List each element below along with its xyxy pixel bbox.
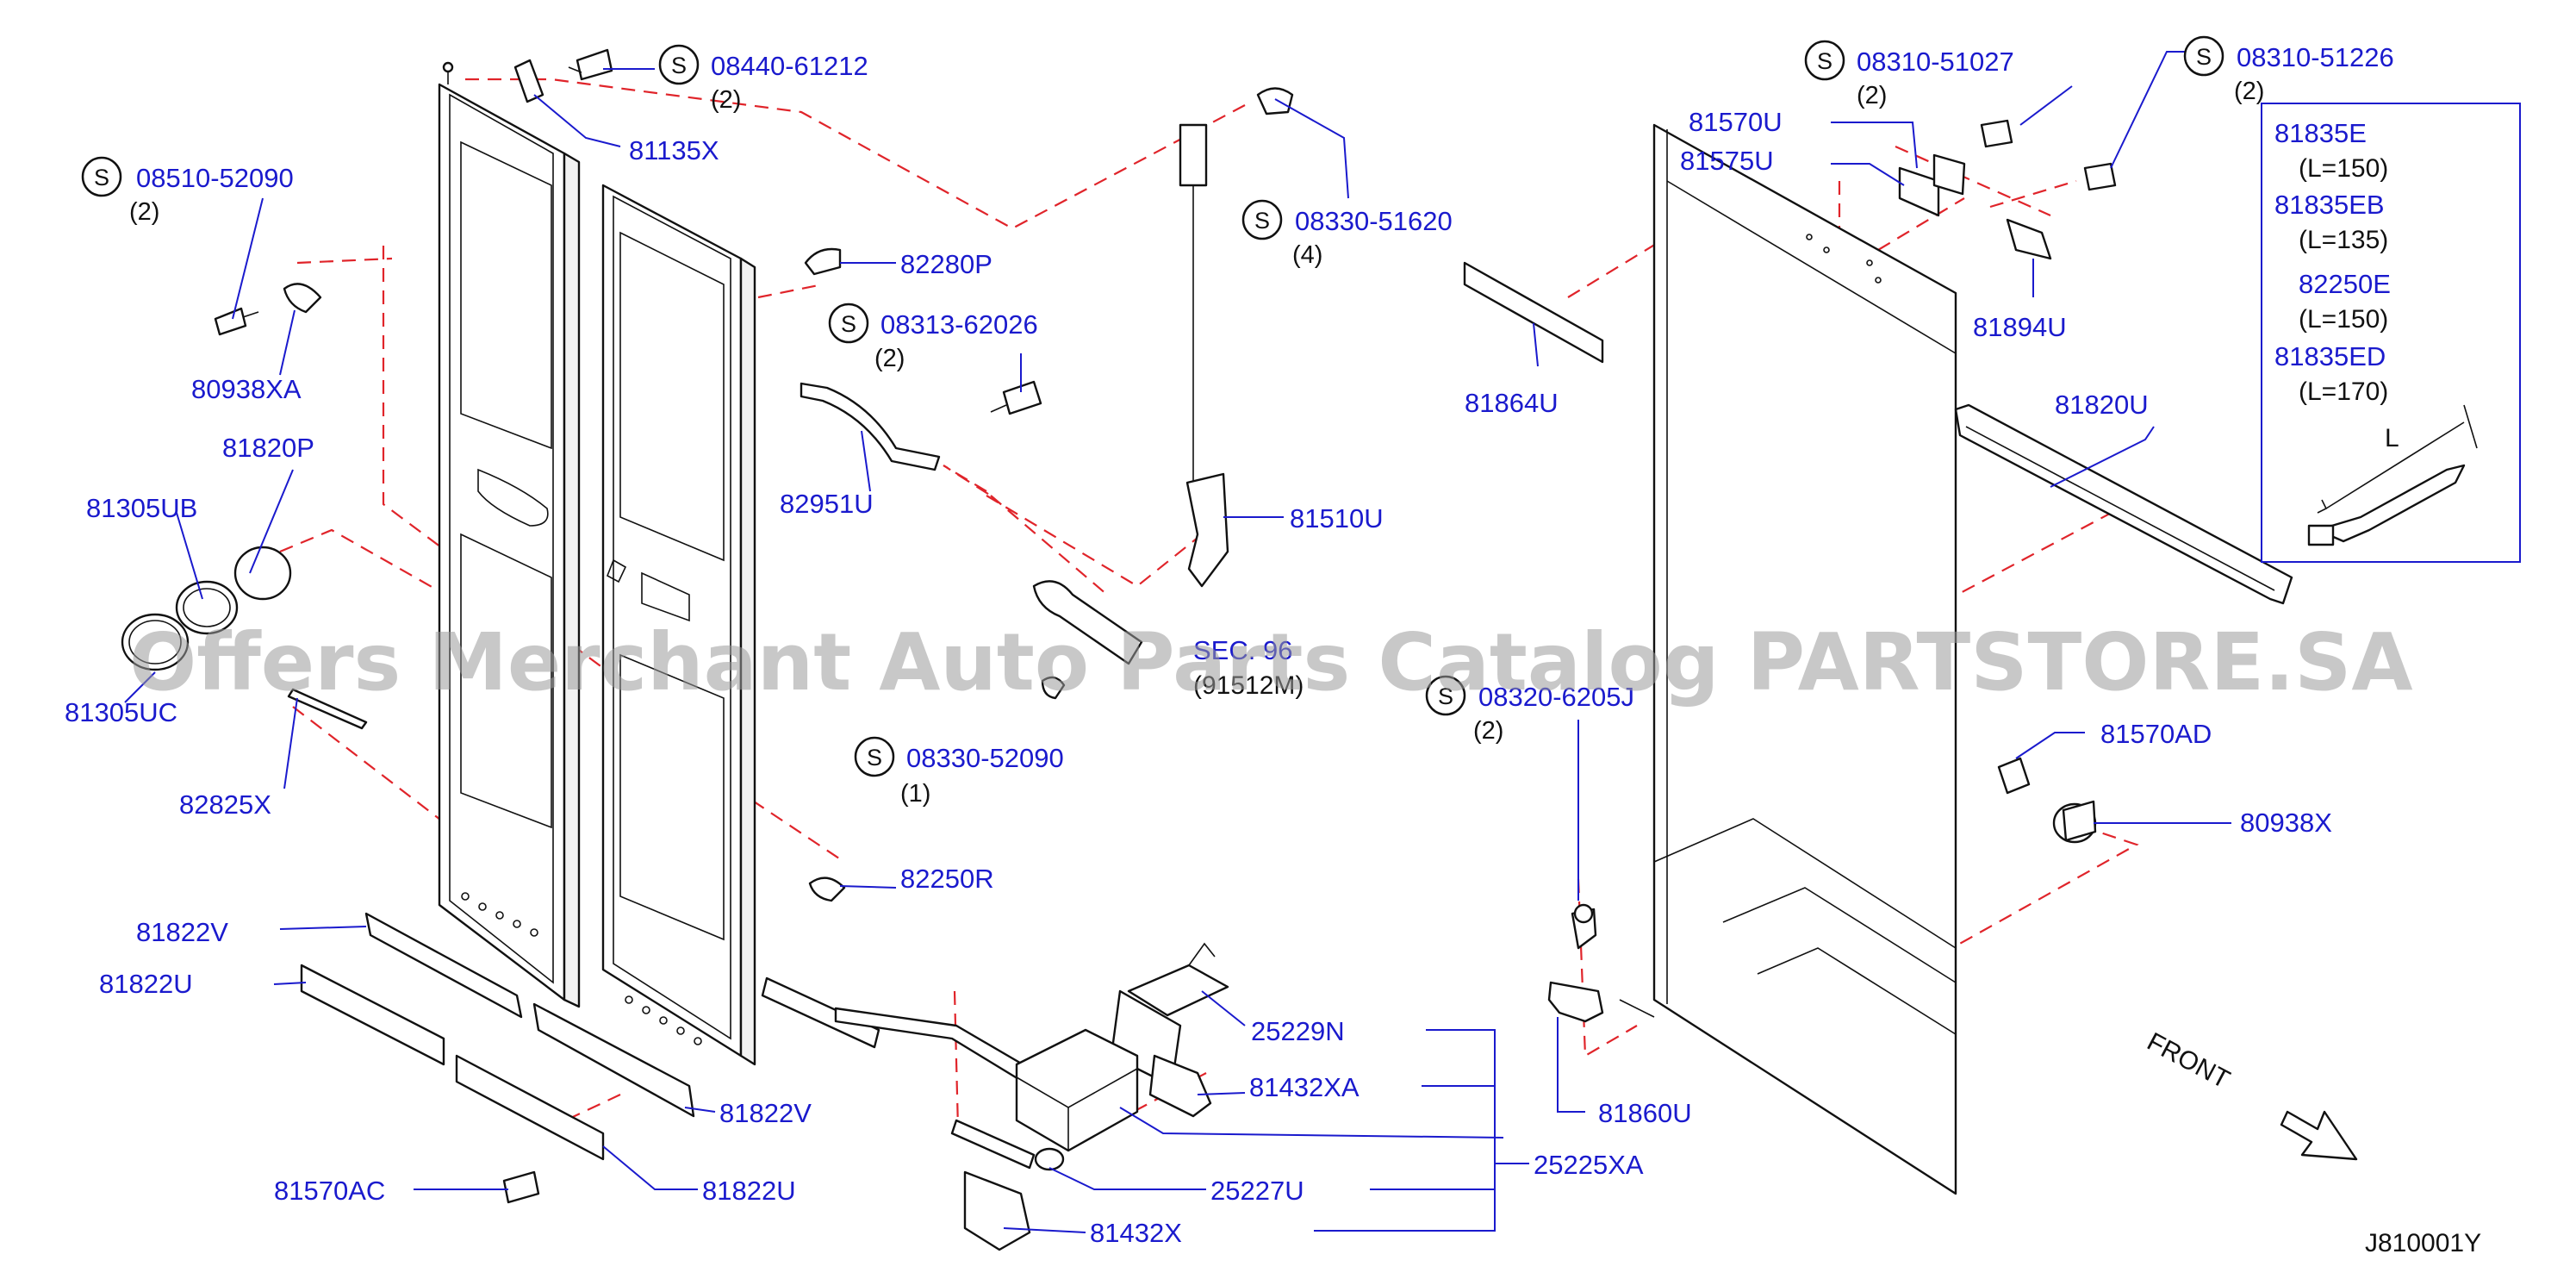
label-81822V-top[interactable]: 81822V (136, 917, 228, 947)
svg-text:08310-51226: 08310-51226 (2237, 42, 2394, 72)
label-25225XA[interactable]: 25225XA (1534, 1150, 1644, 1180)
label-sec-96[interactable]: SEC. 96 (1193, 635, 1292, 665)
right-door-panel (601, 184, 756, 1066)
legend-len-1: (L=150) (2299, 154, 2388, 183)
legend-part-3: 82250E (2299, 269, 2391, 299)
callout-08310-51027[interactable]: S 08310-51027 (2) (1804, 40, 2014, 109)
label-80938XA[interactable]: 80938XA (191, 374, 302, 404)
legend-len-2: (L=135) (2299, 226, 2388, 254)
label-80938X[interactable]: 80938X (2240, 808, 2332, 838)
svg-text:(2): (2) (1473, 717, 1503, 745)
label-81860U[interactable]: 81860U (1598, 1098, 1692, 1128)
label-81820P[interactable]: 81820P (222, 433, 314, 463)
label-81570AC[interactable]: 81570AC (274, 1176, 385, 1206)
screw-callouts: S 08440-61212 (2) S 08510-52090 (2) S 08… (81, 35, 2394, 808)
label-91512M: (91512M) (1193, 671, 1304, 700)
callout-08440-61212[interactable]: S 08440-61212 (2) (658, 44, 868, 114)
figure-code: J810001Y (2365, 1229, 2481, 1257)
label-81570AD[interactable]: 81570AD (2100, 719, 2212, 749)
front-label: FRONT (2143, 1027, 2235, 1095)
legend-dim-label: L (2385, 424, 2399, 452)
legend-len-3: (L=150) (2299, 305, 2388, 334)
svg-text:(4): (4) (1292, 241, 1322, 269)
svg-text:08330-52090: 08330-52090 (906, 743, 1064, 773)
legend-len-4: (L=170) (2299, 377, 2388, 406)
svg-text:(2): (2) (1857, 82, 1887, 109)
leader-lines (124, 51, 2231, 1233)
svg-text:S: S (1438, 683, 1453, 709)
left-door-panel (438, 61, 581, 1008)
callout-08320-6205J[interactable]: S 08320-6205J (2) (1425, 675, 1634, 745)
svg-text:(2): (2) (129, 198, 159, 226)
svg-text:S: S (867, 745, 882, 771)
label-82280P[interactable]: 82280P (900, 249, 992, 279)
label-82250R[interactable]: 82250R (900, 864, 994, 894)
label-81894U[interactable]: 81894U (1973, 312, 2067, 342)
svg-text:08330-51620: 08330-51620 (1295, 206, 1453, 236)
svg-text:(2): (2) (2234, 78, 2264, 105)
svg-text:(2): (2) (874, 345, 905, 372)
label-25227U[interactable]: 25227U (1210, 1176, 1304, 1206)
svg-text:S: S (1254, 208, 1270, 234)
side-panel-box (1619, 123, 1957, 1195)
label-81820U[interactable]: 81820U (2055, 390, 2149, 420)
legend-part-2: 81835EB (2274, 190, 2385, 220)
legend-box: 81835E (L=150) 81835EB (L=135) 82250E (L… (2261, 103, 2521, 563)
callout-08330-51620[interactable]: S 08330-51620 (4) (1241, 199, 1453, 269)
part-labels: 81135X 82280P 80938XA 81820P 81305UB 813… (65, 107, 2332, 1248)
callout-08313-62026[interactable]: S 08313-62026 (2) (828, 303, 1038, 372)
label-82825X[interactable]: 82825X (179, 789, 271, 820)
label-25229N[interactable]: 25229N (1251, 1016, 1345, 1046)
label-81822V-right[interactable]: 81822V (719, 1098, 812, 1128)
label-81510U[interactable]: 81510U (1290, 503, 1384, 533)
label-82951U[interactable]: 82951U (780, 489, 874, 519)
callout-08510-52090[interactable]: S 08510-52090 (2) (81, 156, 294, 226)
svg-text:(2): (2) (711, 86, 741, 114)
label-81432X[interactable]: 81432X (1090, 1218, 1182, 1248)
callout-08310-51226[interactable]: S 08310-51226 (2) (2183, 35, 2394, 105)
label-81575U[interactable]: 81575U (1680, 146, 1774, 176)
svg-text:(1): (1) (900, 780, 930, 808)
svg-text:S: S (841, 311, 856, 337)
svg-text:08510-52090: 08510-52090 (136, 163, 294, 193)
small-parts (121, 48, 2293, 1251)
callout-08330-52090[interactable]: S 08330-52090 (1) (854, 736, 1064, 808)
svg-text:S: S (2196, 44, 2212, 70)
svg-text:S: S (94, 165, 109, 190)
svg-text:S: S (1817, 48, 1832, 74)
svg-text:08440-61212: 08440-61212 (711, 51, 868, 81)
label-81432XA[interactable]: 81432XA (1249, 1072, 1360, 1102)
label-81305UB[interactable]: 81305UB (86, 493, 197, 523)
svg-text:S: S (671, 53, 687, 78)
label-81822U-left[interactable]: 81822U (99, 969, 193, 999)
svg-text:08313-62026: 08313-62026 (880, 309, 1038, 340)
watermark-text: Offers Merchant Auto Parts Catalog PARTS… (129, 616, 2413, 708)
legend-part-4: 81835ED (2274, 341, 2386, 371)
svg-text:08310-51027: 08310-51027 (1857, 47, 2014, 77)
legend-part-1: 81835E (2274, 118, 2367, 148)
svg-text:08320-6205J: 08320-6205J (1478, 682, 1634, 712)
label-81305UC[interactable]: 81305UC (65, 697, 177, 727)
front-indicator: FRONT (2143, 1027, 2358, 1161)
label-81822U-bottom[interactable]: 81822U (702, 1176, 796, 1206)
label-81864U[interactable]: 81864U (1465, 388, 1559, 418)
label-81135X[interactable]: 81135X (629, 135, 719, 165)
front-arrow-icon (2280, 1110, 2358, 1161)
label-81570U[interactable]: 81570U (1689, 107, 1783, 137)
